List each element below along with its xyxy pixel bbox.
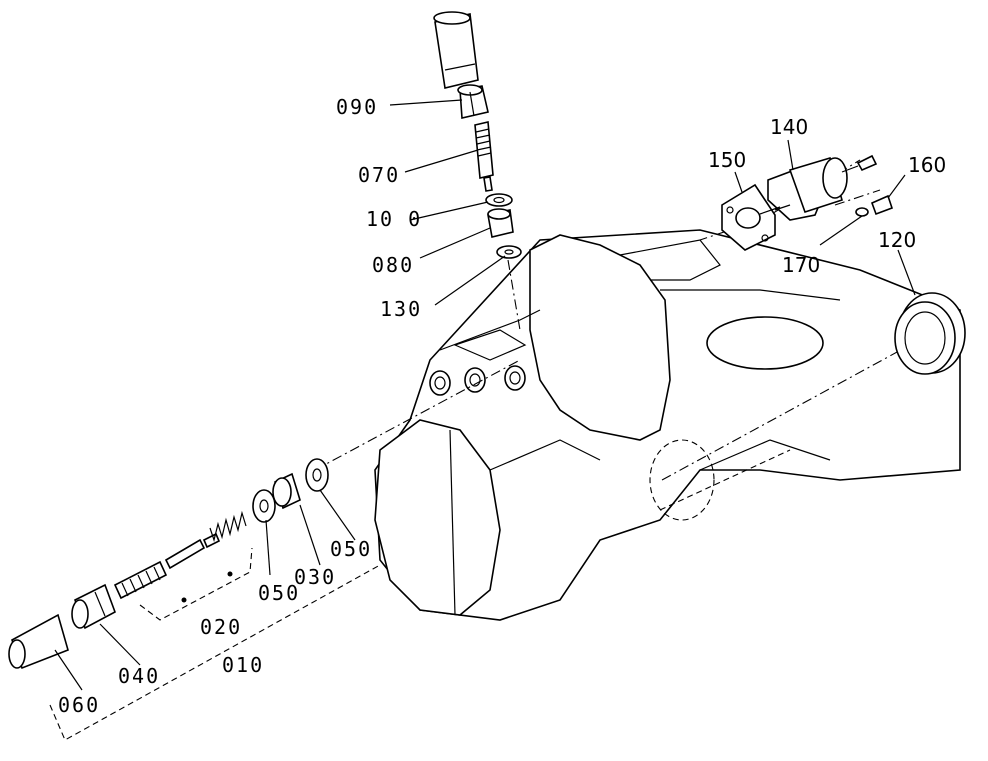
part-040: [71, 583, 116, 630]
part-090: [457, 84, 489, 119]
part-130: [496, 245, 522, 259]
part-150: [721, 183, 776, 251]
part-070: [474, 121, 494, 192]
label-160: 160: [908, 153, 946, 177]
label-030: 030: [294, 565, 336, 589]
part-050-a: [252, 489, 276, 523]
part-170: [855, 207, 869, 217]
label-150: 150: [708, 148, 746, 172]
label-040: 040: [118, 664, 160, 688]
part-120: [894, 292, 966, 375]
part-050-b: [305, 458, 329, 492]
spring: [209, 510, 247, 543]
label-170: 170: [782, 253, 820, 277]
part-030: [272, 472, 301, 510]
label-010: 010: [222, 653, 264, 677]
label-020: 020: [200, 615, 242, 639]
part-100: [485, 193, 513, 207]
label-090: 090: [336, 95, 378, 119]
part-080: [487, 208, 514, 238]
label-050-a: 050: [258, 581, 300, 605]
label-080: 080: [372, 253, 414, 277]
bracket-020: [139, 547, 253, 621]
label-130: 130: [380, 297, 422, 321]
gear-case-housing: [374, 229, 961, 621]
part-060: [8, 613, 69, 670]
part-020: [113, 532, 233, 603]
label-070: 070: [358, 163, 400, 187]
part-160: [870, 194, 894, 216]
label-100: 10 0: [366, 207, 422, 231]
leader-lines: [54, 99, 916, 691]
label-120: 120: [878, 228, 916, 252]
bracket-010: [49, 564, 381, 741]
label-060: 060: [58, 693, 100, 717]
label-050-b: 050: [330, 537, 372, 561]
label-140: 140: [770, 115, 808, 139]
top-cap: [433, 11, 479, 89]
part-140: [759, 154, 878, 221]
